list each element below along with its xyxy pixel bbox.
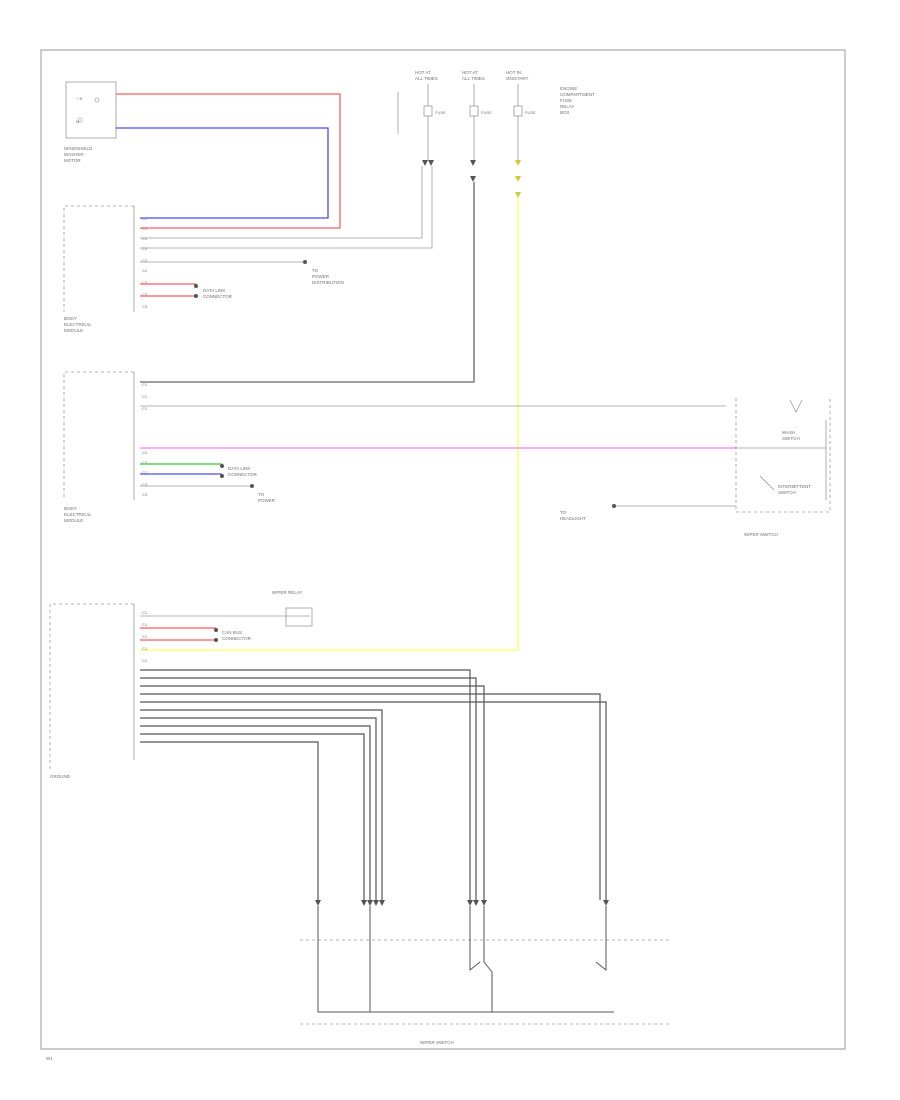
svg-text:C1: C1: [142, 216, 148, 221]
svg-text:C1: C1: [142, 610, 148, 615]
wire-fuse2: [140, 182, 475, 383]
combination-switch-label: WIPER SWITCH: [744, 532, 778, 537]
svg-text:C1: C1: [142, 382, 148, 387]
svg-text:ENGINE: ENGINE: [560, 86, 577, 91]
wire-red-upper: [116, 93, 341, 229]
svg-text:DATA LINK: DATA LINK: [203, 288, 225, 293]
svg-text:MODULE: MODULE: [64, 518, 83, 523]
wiper-switch-assembly: WASH SWITCH INTERMITTENT SWITCH WIPER SW…: [735, 398, 831, 537]
connector-arrow-icon: [422, 160, 521, 198]
svg-text:ELECTRICAL: ELECTRICAL: [64, 512, 92, 517]
svg-text:HEADLIGHT: HEADLIGHT: [560, 516, 586, 521]
wire-blue-upper: [116, 127, 329, 219]
wire-fuse1b: [140, 166, 433, 249]
svg-text:ALL TIMES: ALL TIMES: [462, 76, 485, 81]
svg-text:CONNECTOR: CONNECTOR: [203, 294, 233, 299]
svg-text:BODY: BODY: [64, 506, 77, 511]
svg-text:C3: C3: [142, 292, 148, 297]
svg-text:C2: C2: [142, 268, 148, 273]
svg-text:WIPER SWITCH: WIPER SWITCH: [420, 1040, 454, 1045]
wiper-control-module: C1 C1 C1 C1 C2 GROUND: [49, 603, 148, 779]
fuse-group: HOT AT ALL TIMES FUSE HOT AT ALL TIMES F…: [397, 70, 595, 160]
diagram-frame: [40, 49, 846, 1050]
svg-text:C2: C2: [142, 258, 148, 263]
svg-text:SWITCH: SWITCH: [778, 490, 796, 495]
svg-text:C1: C1: [142, 236, 148, 241]
svg-text:C2: C2: [142, 450, 148, 455]
svg-text:C3: C3: [142, 492, 148, 497]
svg-text:C1: C1: [142, 406, 148, 411]
diagram-code: W1: [46, 1056, 53, 1061]
washer-motor-component: + B M WINDSHIELD WASHER MOTOR: [64, 81, 117, 163]
svg-text:DATA LINK: DATA LINK: [228, 466, 250, 471]
svg-text:C1: C1: [142, 226, 148, 231]
svg-text:POWER: POWER: [258, 498, 276, 503]
svg-text:C3: C3: [142, 304, 148, 309]
svg-text:COMPARTMENT: COMPARTMENT: [560, 92, 595, 97]
svg-text:CONNECTOR: CONNECTOR: [222, 636, 252, 641]
svg-text:ELECTRICAL: ELECTRICAL: [64, 322, 92, 327]
svg-text:MOTOR: MOTOR: [64, 158, 81, 163]
svg-text:MODULE: MODULE: [64, 328, 83, 333]
svg-text:BODY: BODY: [64, 316, 77, 321]
svg-text:+ B: + B: [76, 96, 82, 101]
svg-text:TO: TO: [258, 492, 265, 497]
svg-text:M: M: [76, 119, 79, 124]
module-1: C1 C1 C1 C1 C2 C2 C3 C3 C3 BODY ELECTRIC…: [63, 205, 148, 333]
svg-text:C3: C3: [142, 280, 148, 285]
svg-text:HOT AT: HOT AT: [462, 70, 478, 75]
svg-text:POWER: POWER: [312, 274, 330, 279]
svg-text:C2: C2: [142, 658, 148, 663]
module-2: C1 C1 C1 C2 C2 C2 C3 C3 BODY ELECTRICAL …: [63, 371, 148, 523]
svg-text:TO: TO: [560, 510, 567, 515]
svg-text:FUSE: FUSE: [560, 98, 572, 103]
svg-text:RELAY: RELAY: [560, 104, 574, 109]
svg-text:CONNECTOR: CONNECTOR: [228, 472, 258, 477]
svg-text:C1: C1: [142, 246, 148, 251]
svg-text:WIPER RELAY: WIPER RELAY: [272, 590, 302, 595]
svg-text:HOT IN: HOT IN: [506, 70, 521, 75]
svg-text:TO: TO: [312, 268, 319, 273]
svg-text:C1: C1: [142, 634, 148, 639]
wire-bundle: [140, 669, 607, 900]
svg-text:DISTRIBUTION: DISTRIBUTION: [312, 280, 344, 285]
svg-text:C3: C3: [142, 482, 148, 487]
wire-yellow: [140, 198, 519, 651]
svg-text:HOT AT: HOT AT: [415, 70, 431, 75]
svg-text:FUSE: FUSE: [435, 110, 446, 115]
washer-motor-label: WINDSHIELD: [64, 146, 93, 151]
svg-text:C1: C1: [142, 646, 148, 651]
svg-text:BOX: BOX: [560, 110, 570, 115]
connector-arrow-icon: [315, 900, 609, 906]
svg-text:INTERMITTENT: INTERMITTENT: [778, 484, 811, 489]
svg-text:SWITCH: SWITCH: [782, 436, 800, 441]
svg-text:WASH: WASH: [782, 430, 795, 435]
svg-text:C2: C2: [142, 470, 148, 475]
svg-text:C1: C1: [142, 394, 148, 399]
svg-text:C2: C2: [142, 460, 148, 465]
svg-text:ON/START: ON/START: [506, 76, 529, 81]
svg-text:FUSE: FUSE: [481, 110, 492, 115]
svg-text:FUSE: FUSE: [525, 110, 536, 115]
wire-fuse1: [140, 166, 423, 239]
svg-text:GROUND: GROUND: [50, 774, 71, 779]
lower-switch-assembly: [317, 906, 614, 1013]
svg-text:ALL TIMES: ALL TIMES: [415, 76, 438, 81]
svg-text:C1: C1: [142, 622, 148, 627]
svg-text:WASHER: WASHER: [64, 152, 84, 157]
svg-text:CAN BUS: CAN BUS: [222, 630, 242, 635]
